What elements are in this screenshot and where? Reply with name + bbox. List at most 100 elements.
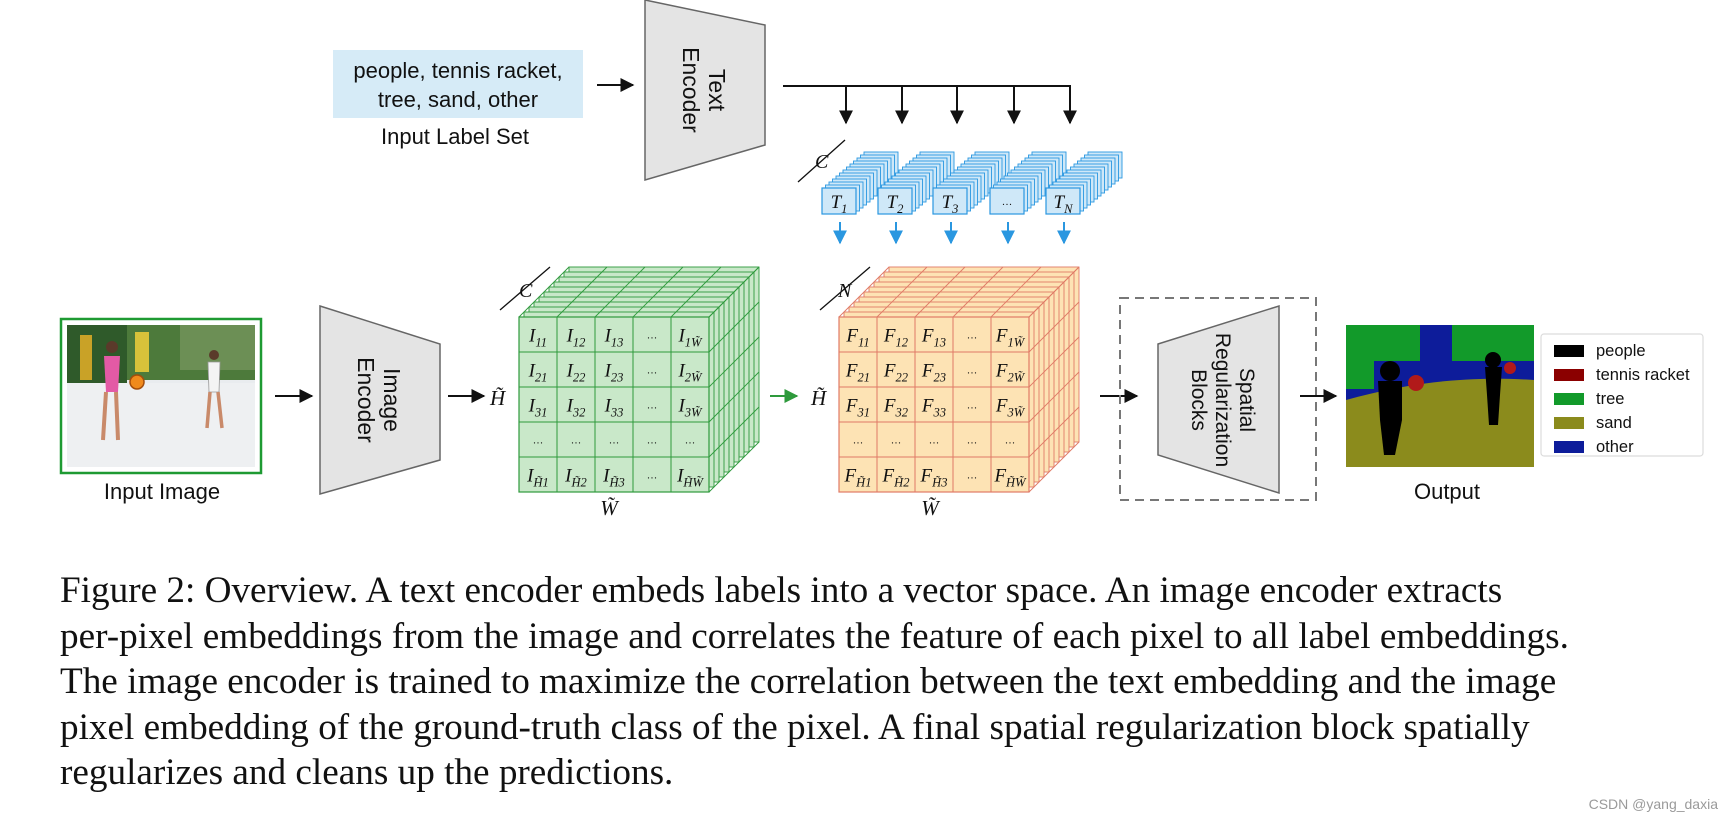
image-embedding-cell-1-4: ··· bbox=[647, 334, 657, 345]
caption-line-3: The image encoder is trained to maximize… bbox=[60, 661, 1557, 702]
image-embedding-cell-1-5: I1W̃ bbox=[677, 326, 703, 350]
feature-cell-3-3: F33 bbox=[921, 396, 946, 420]
image-encoder-block bbox=[319, 304, 441, 495]
text-embedding-1: T1 bbox=[821, 151, 899, 216]
text-embedding-label-3: T3 bbox=[942, 192, 959, 216]
text-embedding-4: ··· bbox=[989, 151, 1067, 215]
text-encoder-block bbox=[644, 0, 766, 181]
legend-label-tennis-racket: tennis racket bbox=[1596, 366, 1690, 384]
feature-cell-3-1: F31 bbox=[845, 396, 870, 420]
feature-cell-2-3: F23 bbox=[921, 361, 946, 385]
image-embedding-cell-3-4: ··· bbox=[647, 404, 657, 415]
image-embedding-grid: I11 I12 I13 ··· I1W̃ I21 I22 I23 ··· I2W̃ I31 I32 I3… bbox=[526, 326, 704, 490]
feature-cell-2-2: F22 bbox=[883, 361, 908, 385]
feature-cell-4-5: ··· bbox=[1005, 439, 1015, 450]
text-embedding-label-1: T1 bbox=[831, 192, 848, 216]
label-set-box bbox=[333, 50, 583, 118]
feature-dim-w: W̃ bbox=[921, 496, 941, 520]
image-embedding-cell-2-5: I2W̃ bbox=[677, 361, 703, 385]
feature-cell-1-2: F12 bbox=[883, 326, 908, 350]
output-segmentation-map bbox=[1346, 325, 1534, 467]
image-embedding-cell-5-5: IH̃W̃ bbox=[676, 466, 704, 490]
image-embedding-cell-4-4: ··· bbox=[647, 439, 657, 450]
spatial-regularization-block bbox=[1157, 304, 1280, 495]
legend-swatch-sand bbox=[1554, 417, 1584, 429]
legend-swatch-tennis-racket bbox=[1554, 369, 1584, 381]
image-embedding-cell-4-2: ··· bbox=[571, 439, 581, 450]
image-embedding-cell-4-3: ··· bbox=[609, 439, 619, 450]
image-embedding-cell-1-1: I11 bbox=[528, 326, 547, 350]
feature-cell-5-5: FH̃W̃ bbox=[993, 466, 1027, 490]
image-embedding-cell-3-1: I31 bbox=[528, 396, 548, 420]
bus-drop-arrows bbox=[839, 86, 1077, 125]
legend-label-other: other bbox=[1596, 438, 1634, 456]
legend-swatch-other bbox=[1554, 441, 1584, 453]
legend-label-people: people bbox=[1596, 342, 1646, 360]
legend-swatch-people bbox=[1554, 345, 1584, 357]
image-embedding-cell-1-3: I13 bbox=[604, 326, 624, 350]
text-encoder-label-line1: Text bbox=[704, 69, 730, 112]
feature-cell-1-3: F13 bbox=[921, 326, 946, 350]
image-embedding-cell-5-1: IH̃1 bbox=[526, 466, 549, 490]
feature-dim-n-line bbox=[819, 266, 871, 311]
feature-cell-1-1: F11 bbox=[845, 326, 869, 350]
feature-cell-4-4: ··· bbox=[967, 439, 977, 450]
feature-cell-5-2: FH̃2 bbox=[882, 466, 910, 490]
image-embedding-cell-5-2: IH̃2 bbox=[564, 466, 587, 490]
caption-line-4: pixel embedding of the ground-truth clas… bbox=[60, 706, 1530, 748]
image-embedding-dim-c-line bbox=[499, 266, 551, 311]
image-embedding-cell-5-4: ··· bbox=[647, 474, 657, 485]
text-embedding-dim-c-line bbox=[797, 139, 846, 183]
text-encoder-label-line2: Encoder bbox=[678, 47, 704, 133]
legend-swatch-tree bbox=[1554, 393, 1584, 405]
image-embedding-cell-3-2: I32 bbox=[566, 396, 586, 420]
caption-line-5: regularizes and cleans up the prediction… bbox=[60, 752, 674, 793]
text-embedding-label-4: ··· bbox=[1002, 200, 1012, 211]
feature-dim-h: H̃ bbox=[810, 386, 828, 410]
text-embeddings: T1 T2 T3 ··· TN bbox=[821, 151, 1123, 245]
image-embedding-cell-4-5: ··· bbox=[685, 439, 695, 450]
image-embedding-cell-2-3: I23 bbox=[604, 361, 624, 385]
text-embedding-label-2: T2 bbox=[887, 192, 904, 216]
label-set-line1: people, tennis racket, bbox=[353, 58, 562, 83]
feature-cell-4-3: ··· bbox=[929, 439, 939, 450]
image-embedding-cell-3-5: I3W̃ bbox=[677, 396, 703, 420]
text-embedding-label-5: TN bbox=[1054, 192, 1074, 216]
caption-line-2: per-pixel embeddings from the image and … bbox=[60, 615, 1569, 657]
spatial-label-line1: Spatial bbox=[1235, 368, 1258, 432]
feature-cell-5-1: FH̃1 bbox=[844, 466, 872, 490]
text-embedding-3: T3 bbox=[932, 151, 1010, 216]
watermark: CSDN @yang_daxia bbox=[1588, 796, 1718, 812]
text-embedding-5: TN bbox=[1045, 151, 1123, 216]
image-embedding-cell-3-3: I33 bbox=[604, 396, 624, 420]
text-embedding-2: T2 bbox=[877, 151, 955, 216]
label-set-line2: tree, sand, other bbox=[378, 87, 538, 112]
feature-cell-4-1: ··· bbox=[853, 439, 863, 450]
image-embedding-cell-2-1: I21 bbox=[528, 361, 548, 385]
input-image-caption: Input Image bbox=[104, 479, 220, 504]
image-embedding-cube bbox=[518, 266, 760, 493]
image-encoder-label-line1: Image bbox=[379, 368, 405, 432]
image-embedding-cell-4-1: ··· bbox=[533, 439, 543, 450]
output-caption: Output bbox=[1414, 479, 1480, 504]
feature-cell-1-4: ··· bbox=[967, 334, 977, 345]
image-embedding-dim-w: W̃ bbox=[600, 496, 620, 520]
image-embedding-cell-2-2: I22 bbox=[566, 361, 586, 385]
feature-cell-5-4: ··· bbox=[967, 474, 977, 485]
overview-diagram: people, tennis racket, tree, sand, other… bbox=[59, 0, 1704, 520]
image-embedding-cell-2-4: ··· bbox=[647, 369, 657, 380]
feature-cell-2-4: ··· bbox=[967, 369, 977, 380]
feature-cell-4-2: ··· bbox=[891, 439, 901, 450]
feature-cell-5-3: FH̃3 bbox=[920, 466, 948, 490]
legend-label-tree: tree bbox=[1596, 390, 1624, 408]
feature-cell-2-1: F21 bbox=[845, 361, 870, 385]
input-image-photo bbox=[67, 325, 255, 467]
image-embedding-cell-1-2: I12 bbox=[566, 326, 586, 350]
feature-cube bbox=[838, 266, 1080, 493]
input-label-set-caption: Input Label Set bbox=[381, 124, 529, 149]
spatial-regularization-dashed-box bbox=[1119, 297, 1317, 501]
image-embedding-dim-c: C bbox=[519, 280, 533, 302]
caption-line-1: Figure 2: Overview. A text encoder embed… bbox=[60, 570, 1503, 611]
